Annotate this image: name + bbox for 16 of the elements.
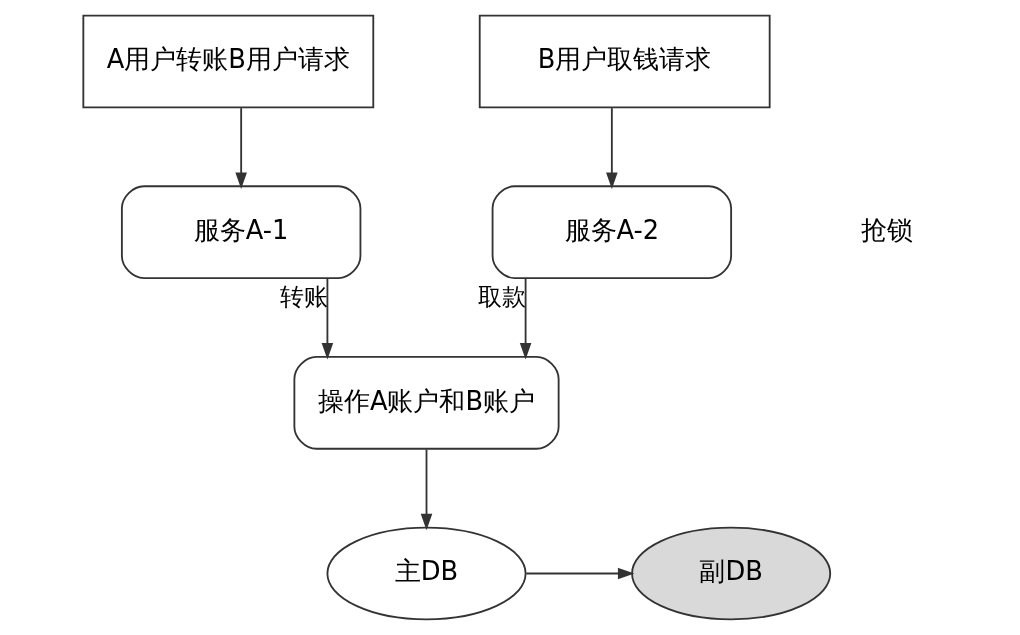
arrow xyxy=(420,448,433,531)
node-box: 服务A-2 xyxy=(491,185,733,279)
arrow xyxy=(606,107,618,189)
edge-label: 转账 xyxy=(279,282,328,311)
edge-label: 取款 xyxy=(477,282,526,311)
arrow xyxy=(235,107,247,189)
arrow xyxy=(321,277,334,360)
node-box: A用户转账B用户请求 xyxy=(82,14,375,109)
node-box: 服务A-1 xyxy=(120,185,362,279)
node-ellipse: 主DB xyxy=(326,526,527,621)
arrow xyxy=(525,567,635,580)
arrow xyxy=(519,277,532,360)
label: 抢锁 xyxy=(861,214,914,245)
node-box: 操作A账户和B账户 xyxy=(293,356,560,450)
node-box: B用户取钱请求 xyxy=(478,14,771,109)
node-ellipse: 副DB xyxy=(631,526,832,621)
